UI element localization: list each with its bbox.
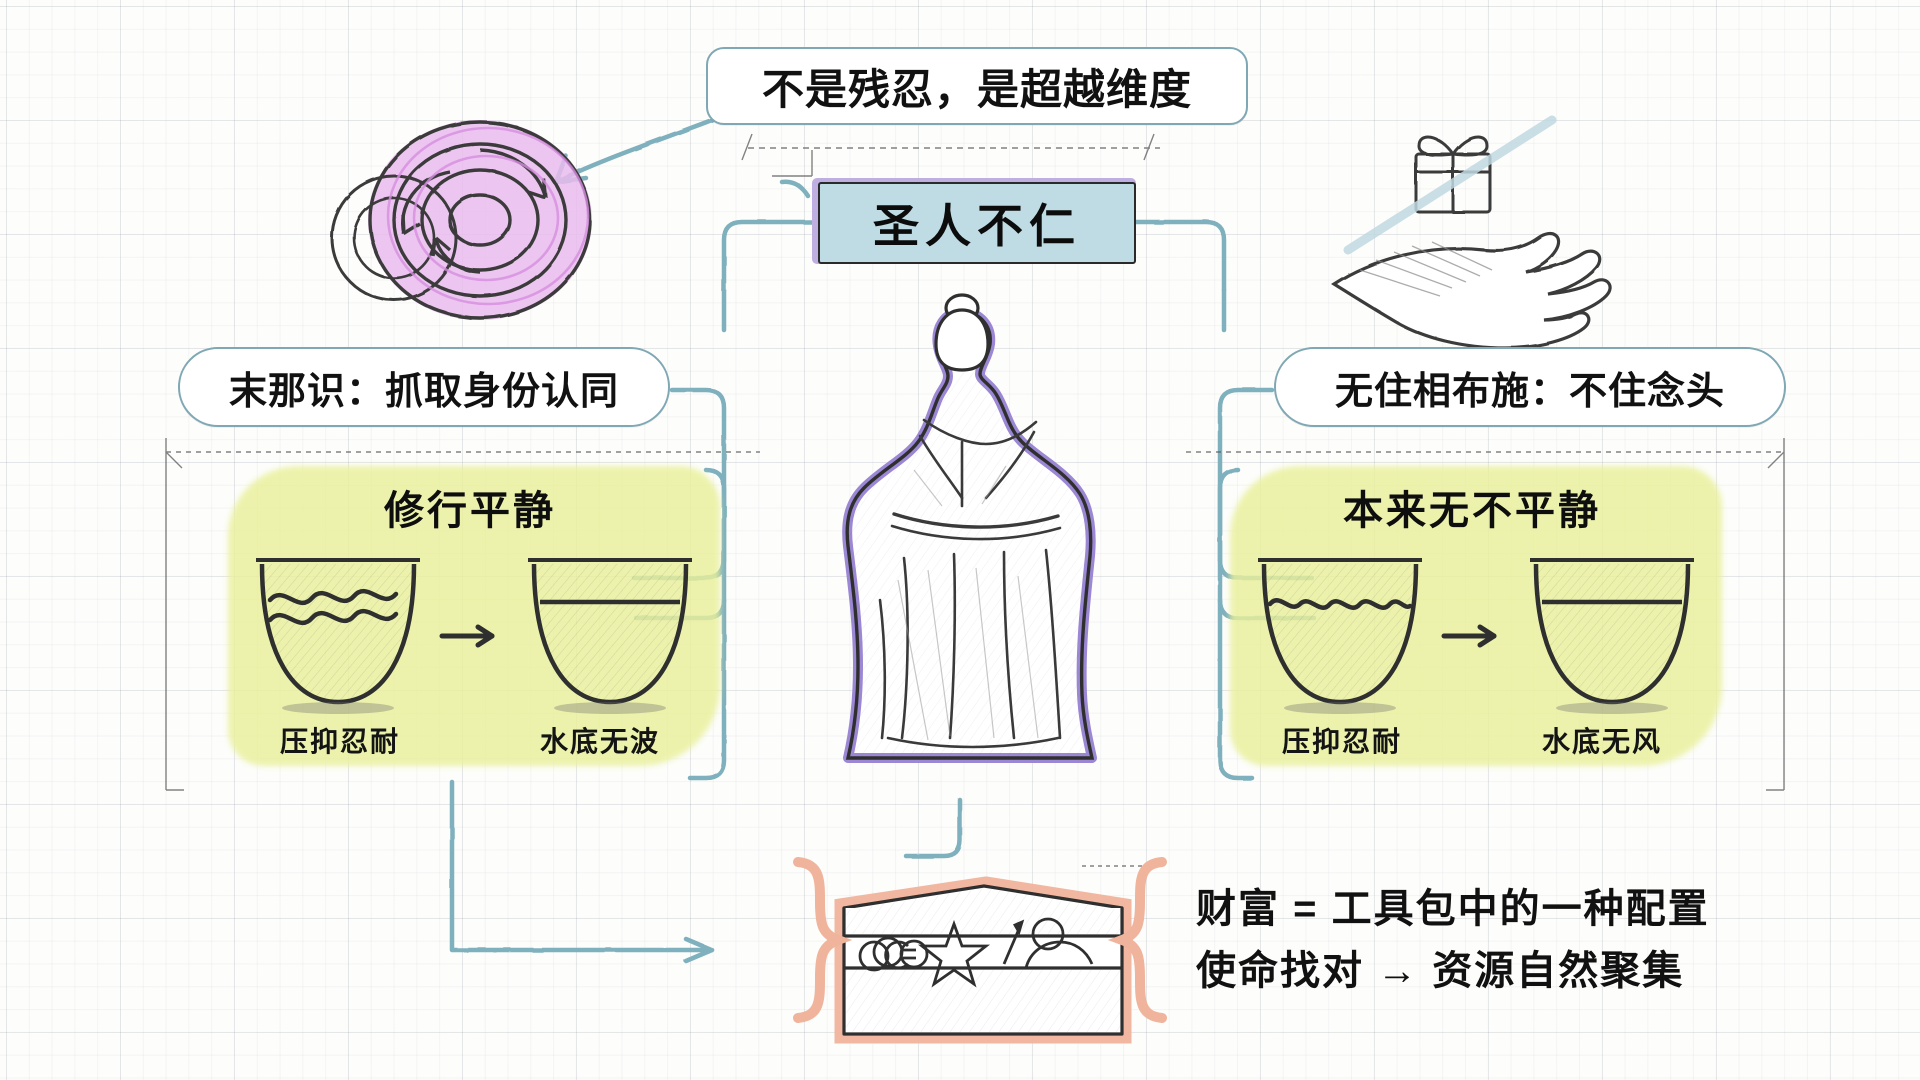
panel-right-bowls xyxy=(1212,540,1732,720)
arrow-right-icon xyxy=(1441,624,1497,648)
water-bowl-icon xyxy=(1258,558,1422,714)
panel-left-caption-after: 水底无波 xyxy=(539,726,660,757)
page-title: 圣人不仁 xyxy=(818,182,1136,264)
panel-right-heading: 本来无不平静 xyxy=(1343,489,1601,533)
panel-originally-calm: 本来无不平静 压抑忍耐 水底无风 xyxy=(1212,452,1732,782)
panel-right-captions: 压抑忍耐 水底无风 xyxy=(1212,720,1732,760)
curly-brace xyxy=(1107,857,1167,1023)
arrow-right-icon xyxy=(439,624,495,648)
callout-left: 末那识：抓取身份认同 xyxy=(178,347,670,427)
callout-right: 无住相布施：不住念头 xyxy=(1274,347,1786,427)
panel-left-captions: 压抑忍耐 水底无波 xyxy=(210,720,730,760)
panel-practice-calm: 修行平静 xyxy=(210,452,730,782)
panel-left-caption-before: 压抑忍耐 xyxy=(279,726,400,757)
sage-figure-icon xyxy=(842,293,1097,763)
water-bowl-icon xyxy=(528,558,692,714)
spiral-rings-icon xyxy=(330,120,592,320)
panel-left-heading: 修行平静 xyxy=(384,489,556,533)
bottom-caption-line2: 使命找对 → 资源自然聚集 xyxy=(1196,949,1685,993)
water-bowl-icon xyxy=(1530,558,1694,714)
bottom-caption: 财富 = 工具包中的一种配置 使命找对 → 资源自然聚集 xyxy=(1196,878,1816,1002)
panel-right-caption-after: 水底无风 xyxy=(1541,726,1662,757)
curly-brace-left xyxy=(793,857,853,1023)
bottom-caption-line1: 财富 = 工具包中的一种配置 xyxy=(1196,887,1710,931)
panel-left-bowls xyxy=(210,540,730,720)
hand-holding-gift-icon xyxy=(1331,115,1612,350)
water-bowl-icon xyxy=(256,558,420,714)
panel-right-caption-before: 压抑忍耐 xyxy=(1281,726,1402,757)
callout-top: 不是残忍，是超越维度 xyxy=(706,47,1248,125)
toolbox-icon xyxy=(834,876,1132,1044)
